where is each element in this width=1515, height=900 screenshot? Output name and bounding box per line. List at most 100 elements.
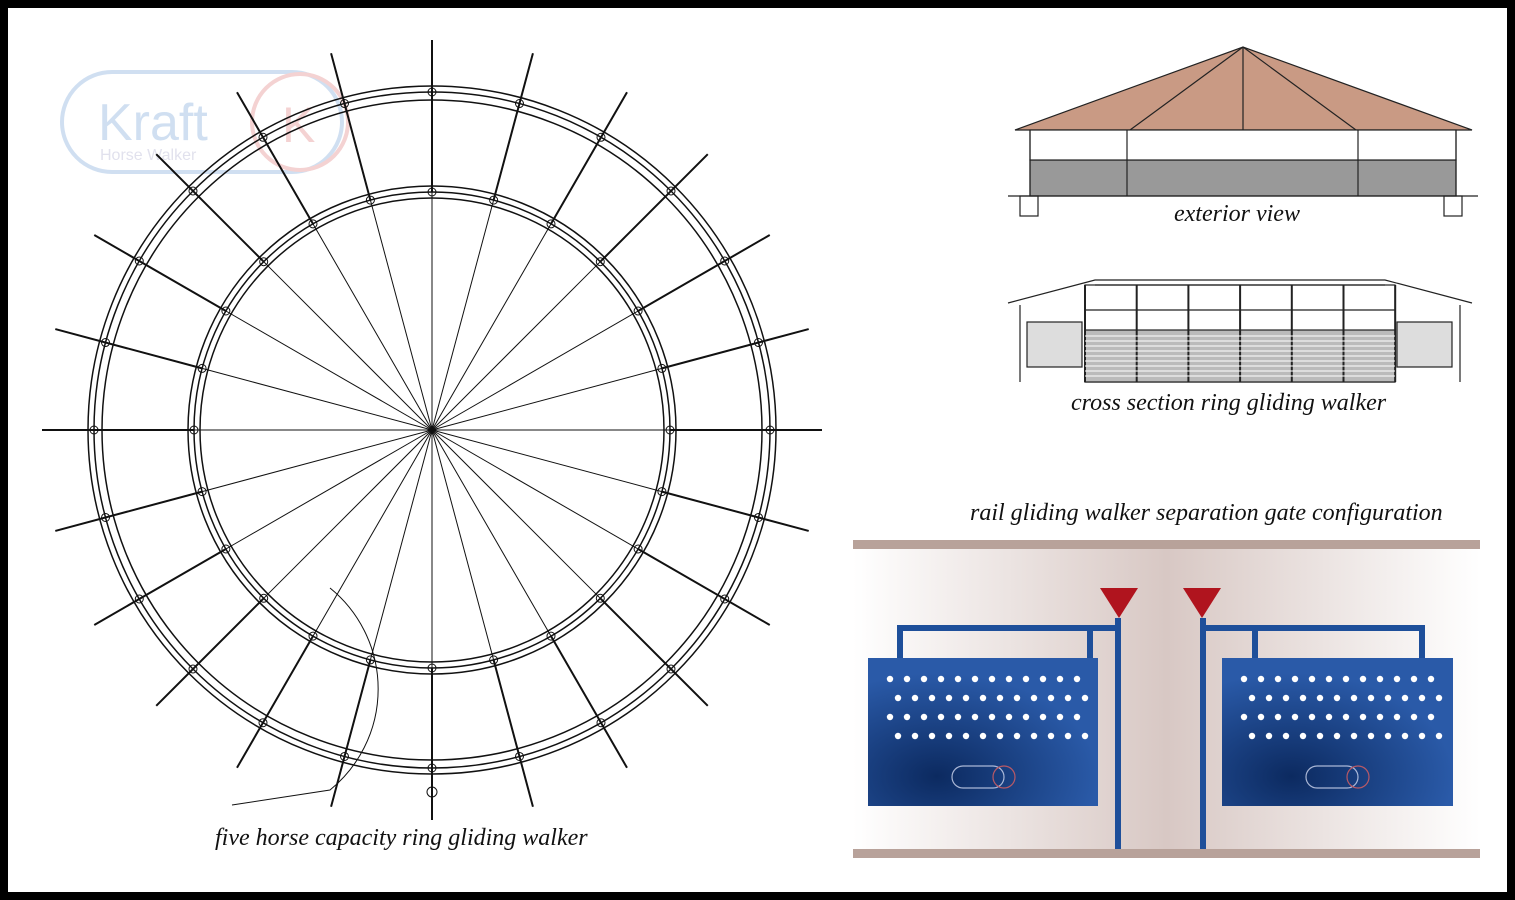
panel-hole [1410,713,1418,721]
outer-spoke [492,659,534,807]
panel-hole [1257,675,1265,683]
joint [365,195,375,205]
caption-exterior: exterior view [1174,201,1300,227]
panel-hole [945,694,953,702]
panel-hole [1291,675,1299,683]
outer-spoke [637,234,771,312]
inner-spoke [431,261,601,431]
panel-hole [988,675,996,683]
joint [308,631,318,641]
inner-spoke [431,429,552,637]
inner-spoke [263,429,433,599]
exterior-view [1008,46,1478,217]
panel-hole [920,675,928,683]
door-swing [231,587,379,806]
post [426,786,438,798]
inner-spoke [431,223,552,431]
top-rail [853,540,1480,549]
panel-hole [1333,732,1341,740]
panel-hole [1393,675,1401,683]
inner-spoke [312,429,433,637]
panel-hole [1274,713,1282,721]
panel-hole [1308,675,1316,683]
panel-hole [1342,675,1350,683]
inner-spoke [431,429,495,661]
cross-section-view [1007,279,1473,383]
joint [514,751,524,761]
panel-hole [971,675,979,683]
panel-hole [1350,732,1358,740]
panel-hole [1056,675,1064,683]
watermark-logo: Kraft K Horse Walker [60,70,350,174]
panel-hole [1022,713,1030,721]
panel-hole [1265,732,1273,740]
panel-hole [1257,713,1265,721]
joint [258,718,268,728]
joint [134,594,144,604]
panel-hole [886,675,894,683]
panel-hole [894,694,902,702]
joint [765,425,775,435]
panel-hole [1265,694,1273,702]
joint [340,99,350,109]
joint [221,544,231,554]
joint [666,186,676,196]
panel-hole [1435,732,1443,740]
joint [514,99,524,109]
joint [489,655,499,665]
panel-hole [1393,713,1401,721]
panel-hole [988,713,996,721]
panel-hole [1418,732,1426,740]
panel-hole [1418,694,1426,702]
panel-hole [1013,694,1021,702]
panel-hole [1401,694,1409,702]
panel-hole [1427,713,1435,721]
joint [720,594,730,604]
joint [595,593,605,603]
panel-hole [1299,694,1307,702]
inner-spoke [225,310,433,431]
inner-spoke [369,199,433,431]
caption-gate: rail gliding walker separation gate conf… [970,500,1443,526]
joint [665,425,675,435]
joint [633,544,643,554]
panel-hole [962,694,970,702]
outer-spoke [330,659,372,807]
outer-spoke [93,234,227,312]
panel-hole [1291,713,1299,721]
outer-spoke [330,53,372,201]
inner-spoke [431,310,639,431]
panel-hole [996,732,1004,740]
panel-hole [1073,713,1081,721]
joint [221,306,231,316]
panel-hole [1367,694,1375,702]
panel-hole [1316,694,1324,702]
panel-hole [1022,675,1030,683]
panel-hole [911,694,919,702]
inner-spoke [431,429,639,550]
joint [427,763,437,773]
inner-spoke [431,367,663,431]
panel-hole [1039,675,1047,683]
panel-hole [954,675,962,683]
outer-spoke [661,328,809,370]
joint [101,512,111,522]
panel-hole [1325,675,1333,683]
panel-hole [1030,732,1038,740]
inner-spoke [431,429,663,493]
panel-hole [996,694,1004,702]
joint [189,425,199,435]
panel-hole [1384,732,1392,740]
panel-hole [1359,713,1367,721]
panel-hole [937,675,945,683]
svg-text:Horse Walker: Horse Walker [100,147,197,164]
panel-hole [962,732,970,740]
outer-spoke [550,91,628,225]
panel-hole [1410,675,1418,683]
panel-hole [1376,713,1384,721]
outer-spoke [599,597,709,707]
panel-hole [945,732,953,740]
inner-spoke [201,367,433,431]
inner-spoke [263,261,433,431]
panel-hole [1047,732,1055,740]
